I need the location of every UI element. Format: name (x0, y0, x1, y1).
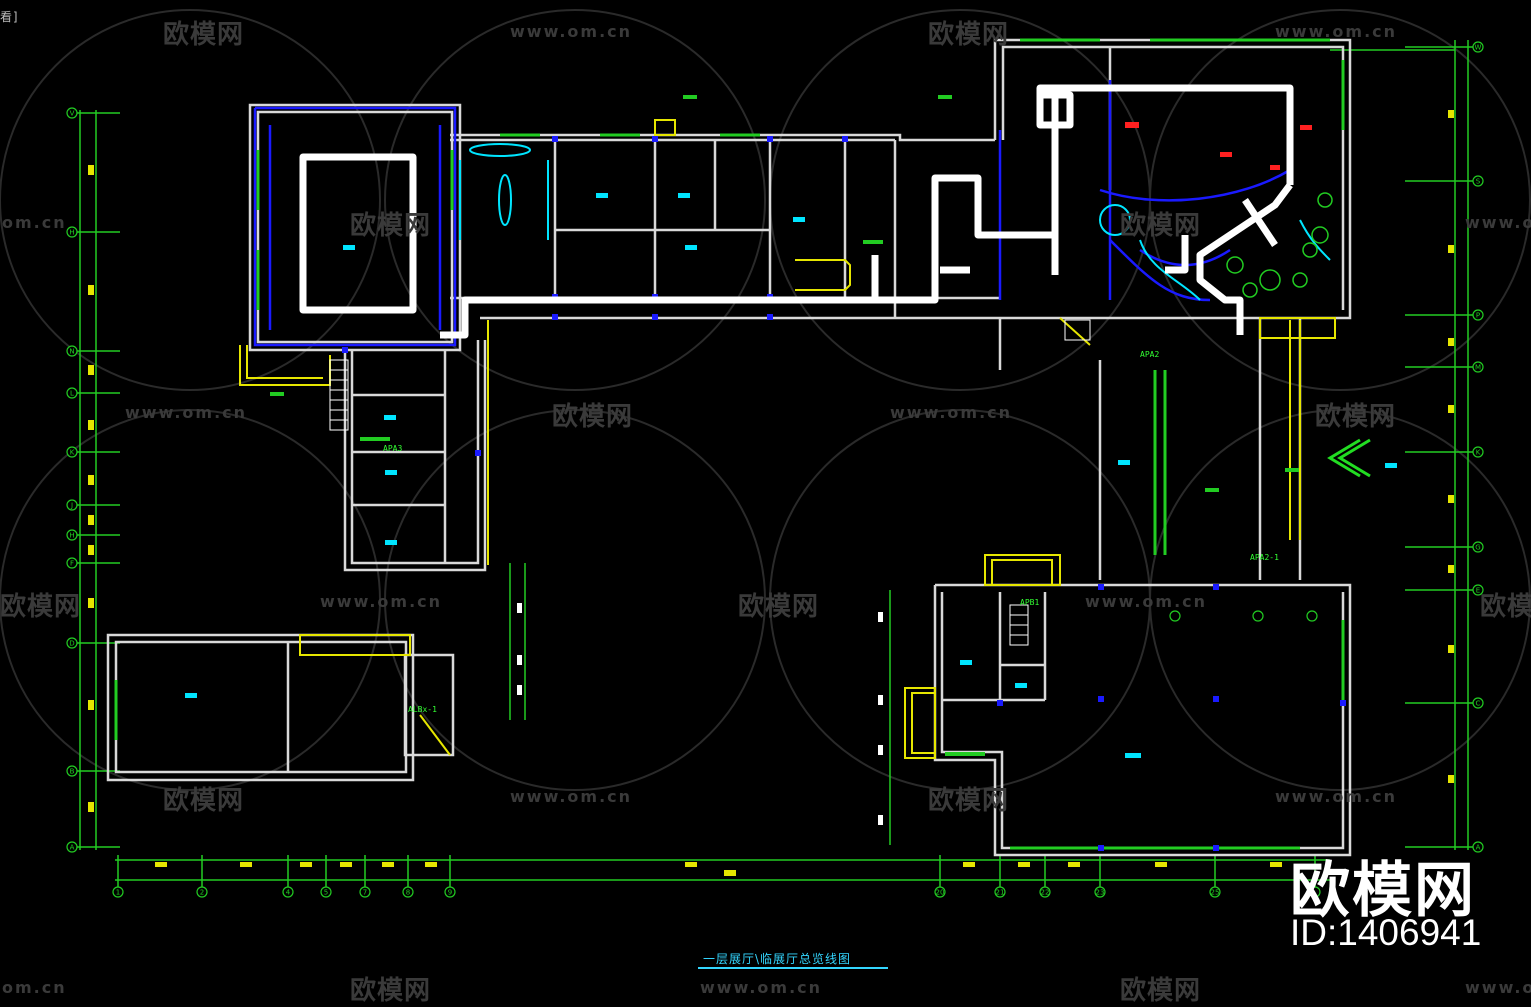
grid-label-right: E (1476, 587, 1480, 595)
watermark-url: www.om.cn (700, 978, 823, 997)
watermark-logo: 欧模网 (928, 786, 1010, 816)
watermark-url: www.om.cn (1085, 592, 1208, 611)
watermark-logo: 欧模网 (163, 786, 245, 816)
grid-label-right: M (1475, 364, 1481, 372)
dim-markers (88, 110, 1454, 876)
watermark-url: www.om.cn (1275, 787, 1398, 806)
watermark-logo: 欧模网 (1480, 592, 1531, 622)
brand-id: ID:1406941 (1290, 912, 1482, 953)
grid-label-left: B (70, 768, 75, 776)
watermark-logo: 欧模网 (928, 20, 1010, 50)
green-tags (270, 95, 1299, 756)
white-markers (517, 603, 883, 825)
grid-label-left: K (70, 449, 75, 457)
panel-label-apa2: APA2 (1140, 350, 1160, 359)
watermark-logo: 欧模网 (1120, 211, 1202, 241)
plants (1226, 192, 1333, 298)
grid-label-right: C (1476, 700, 1481, 708)
tour-route (299, 84, 1294, 339)
watermark-url: www.om.cn (510, 22, 633, 41)
watermark-logo: 欧模网 (1315, 402, 1397, 432)
yellow-elements (239, 119, 1336, 759)
dimension-lines (79, 40, 1469, 881)
grid-label-bottom: 20 (936, 889, 945, 897)
panel-label-apa2-1: APA2-1 (1250, 553, 1279, 562)
panel-label-albx1: ALBx-1 (408, 705, 437, 714)
grid-label-bottom: 1 (116, 889, 120, 897)
panel-label-apb1: APB1 (1020, 598, 1040, 607)
entrance-arrow (1327, 438, 1371, 478)
brand-logo: 欧模网 (1290, 856, 1476, 926)
watermark-url: om.cn (2, 978, 67, 997)
grid-label-right: P (1476, 312, 1480, 320)
green-accents (114, 38, 1345, 850)
grid-label-left: D (69, 640, 74, 648)
grid-bubbles (66, 41, 1484, 898)
walls (106, 38, 1352, 857)
room-tags (185, 193, 1397, 758)
grid-label-left: N (69, 348, 74, 356)
watermark-url: om.cn (2, 213, 67, 232)
grid-label-bottom: 23 (1096, 889, 1105, 897)
grid-label-left: H (69, 532, 74, 540)
grid-label-bottom: 8 (406, 889, 410, 897)
watermark-url: www.om.cn (890, 403, 1013, 422)
grid-label-bottom: 2 (200, 889, 204, 897)
grid-label-bottom: 25 (1211, 889, 1220, 897)
grid-label-left: J (70, 502, 73, 510)
drawing-title: 一层展厅\临展厅总览线图 (703, 952, 852, 966)
blue-accents (253, 80, 1291, 347)
grid-label-bottom: 4 (286, 889, 291, 897)
grid-label-right: W (1475, 44, 1482, 52)
watermark-url: www.om.cn (1465, 978, 1531, 997)
grid-label-left: H (69, 229, 74, 237)
watermark-url: www.om.cn (320, 592, 443, 611)
panel-label-apa3: APA3 (383, 444, 403, 453)
stairs (329, 319, 1091, 646)
grid-label-left: L (70, 390, 74, 398)
watermark-url: www.om.cn (1465, 213, 1531, 232)
grid-label-left: V (70, 110, 75, 118)
watermark-url: www.om.cn (1275, 22, 1398, 41)
watermark-logo: 欧模网 (350, 976, 432, 1006)
fixtures (459, 143, 1331, 301)
watermark-url: www.om.cn (510, 787, 633, 806)
grid-label-right: K (1476, 449, 1481, 457)
watermark-logo: 欧模网 (163, 20, 245, 50)
watermark-logo: 欧模网 (552, 402, 634, 432)
grid-label-right: G (1475, 544, 1480, 552)
grid-label-bottom: 7 (363, 889, 367, 897)
watermark-logo: 欧模网 (1120, 976, 1202, 1006)
grid-label-right: A (1476, 844, 1481, 852)
grid-ticks (70, 46, 1478, 890)
grid-label-bottom: 22 (1041, 889, 1050, 897)
watermark-url: www.om.cn (125, 403, 248, 422)
grid-label-bottom: 21 (996, 889, 1005, 897)
grid-label-right: S (1476, 178, 1481, 186)
grid-label-left: F (70, 560, 74, 568)
grid-label-bottom: 9 (448, 889, 452, 897)
red-marks (1125, 122, 1312, 170)
grid-label-left: A (70, 844, 75, 852)
watermark-logo: 欧模网 (738, 592, 820, 622)
watermark-logo: 欧模网 (350, 211, 432, 241)
grid-label-bottom: 5 (324, 889, 328, 897)
title-underline (698, 967, 888, 969)
corner-tag: 看] (0, 10, 20, 24)
watermark-logo: 欧模网 (0, 592, 82, 622)
